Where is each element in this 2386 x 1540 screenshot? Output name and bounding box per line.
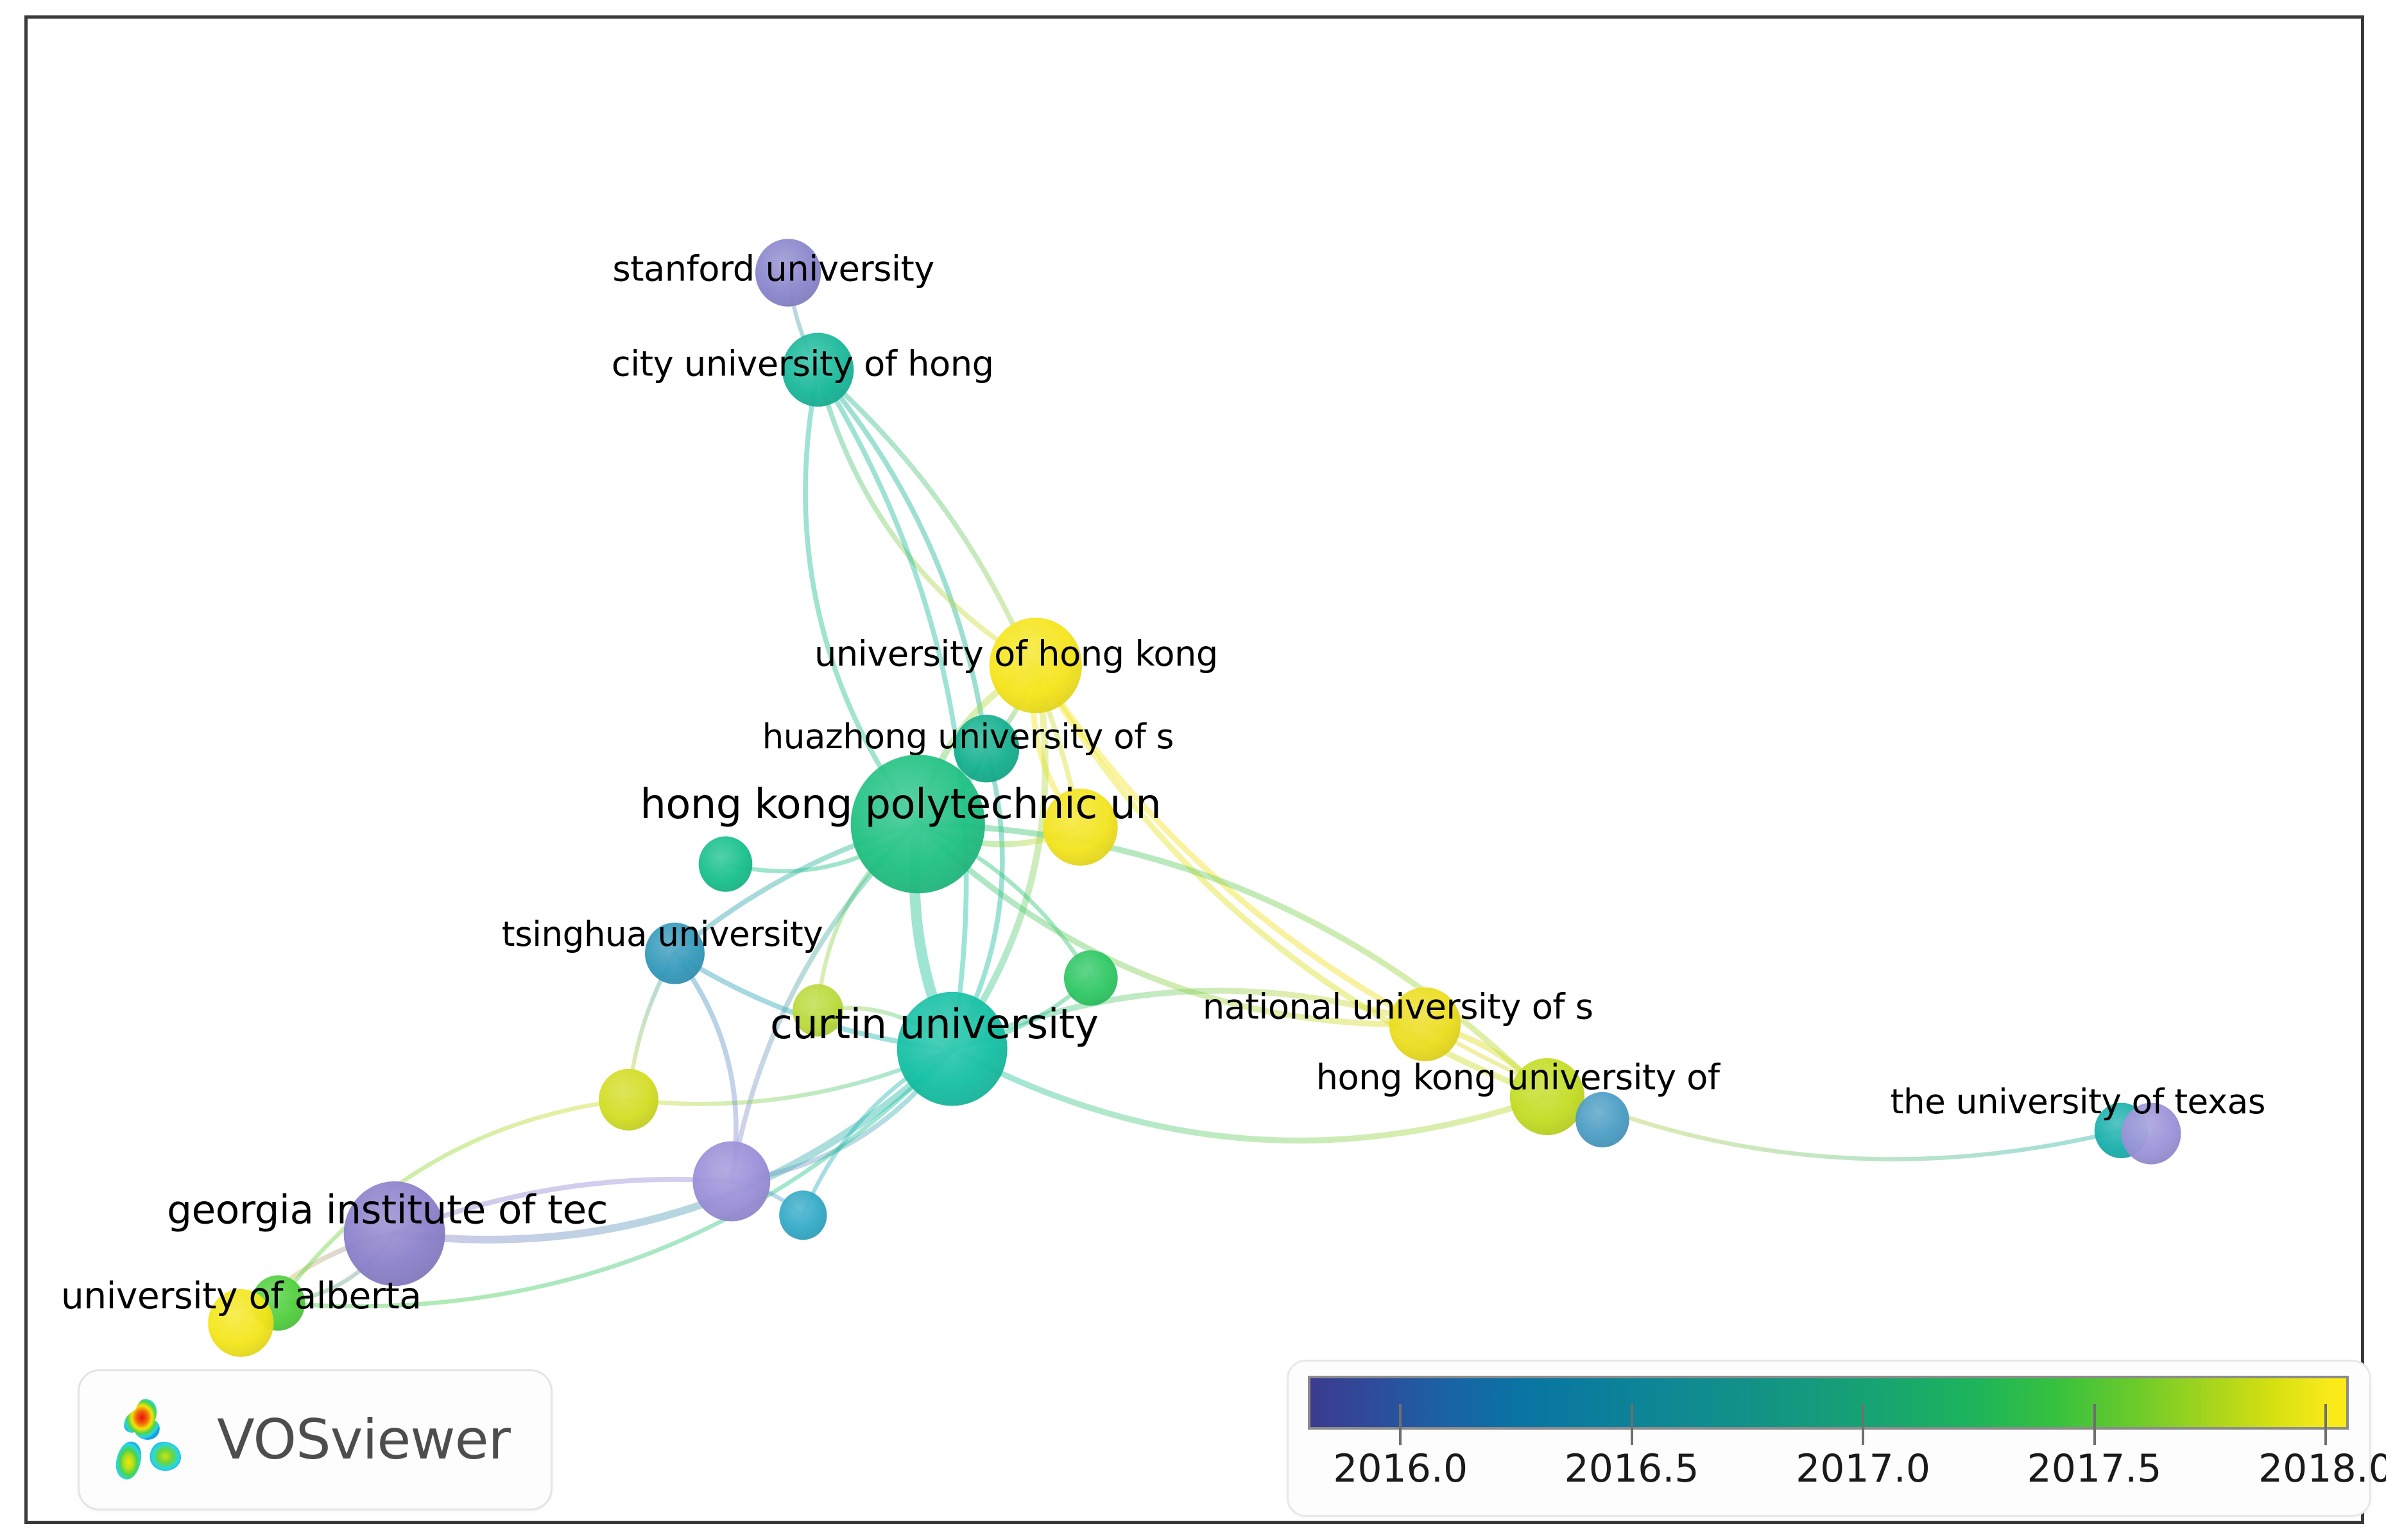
network-node[interactable] [850, 755, 985, 894]
node-label: curtin university [770, 1001, 1099, 1049]
network-edge [803, 367, 921, 827]
network-node[interactable] [779, 1190, 827, 1240]
colorbar-tick [1399, 1404, 1402, 1445]
network-node[interactable] [698, 836, 753, 892]
network-node[interactable] [1575, 1091, 1629, 1148]
network-canvas[interactable] [28, 19, 2386, 1540]
network-edge [948, 662, 1049, 1052]
vosviewer-wordmark: VOSviewer [217, 1408, 511, 1472]
node-label: university of alberta [60, 1275, 422, 1318]
network-edge [1033, 662, 1428, 1027]
node-layer[interactable] [208, 239, 2181, 1357]
network-edge [276, 1097, 631, 1305]
node-label: the university of texas [1890, 1082, 2266, 1122]
network-node[interactable] [1509, 1058, 1584, 1135]
network-node[interactable] [1064, 950, 1118, 1006]
network-node[interactable] [2121, 1102, 2181, 1165]
colorbar-gradient [1308, 1376, 2349, 1430]
colorbar-tick [1862, 1404, 1865, 1445]
network-node[interactable] [755, 239, 821, 307]
network-edge [815, 367, 1038, 668]
network-node[interactable] [208, 1289, 274, 1357]
colorbar-tick-label: 2017.5 [2027, 1446, 2162, 1491]
node-label: city university of hong [611, 343, 994, 384]
node-label: tsinghua university [501, 914, 823, 955]
network-edge [815, 367, 1083, 830]
network-edge [815, 367, 969, 1052]
node-label-layer: stanford university city university of ho… [28, 19, 2361, 1521]
node-label: georgia institute of tec [167, 1187, 608, 1233]
colorbar-tick [2324, 1404, 2327, 1445]
colorbar-tick-label: 2017.0 [1796, 1446, 1931, 1491]
network-node[interactable] [897, 991, 1008, 1106]
network-node[interactable] [989, 617, 1082, 714]
vosviewer-density-logo-icon [116, 1399, 181, 1480]
colorbar-tick-label: 2016.0 [1333, 1446, 1468, 1491]
node-label: huazhong university of s [762, 717, 1174, 757]
network-node[interactable] [692, 1141, 771, 1222]
network-edge [949, 1045, 1550, 1144]
network-node[interactable] [1389, 987, 1461, 1061]
network-edge [914, 821, 1428, 1028]
colorbar-tick-label: 2016.5 [1564, 1446, 1699, 1491]
vosviewer-logo-box[interactable]: VOSviewer [78, 1369, 553, 1510]
colorbar-tick [1630, 1404, 1633, 1445]
node-label: university of hong kong [814, 633, 1218, 674]
node-label: hong kong polytechnic un [640, 780, 1162, 828]
node-label: hong kong university of [1316, 1057, 1720, 1098]
colorbar-tick-label: 2018.0 [2258, 1446, 2386, 1491]
network-node[interactable] [782, 332, 854, 407]
network-edge [815, 367, 990, 751]
network-edge [1033, 662, 1550, 1100]
network-edge [276, 1047, 954, 1308]
colorbar-legend[interactable]: 2016.0 2016.5 2017.0 2017.5 2018.0 [1287, 1360, 2386, 1517]
network-node[interactable] [1043, 789, 1118, 866]
network-edge [914, 821, 1550, 1100]
network-node[interactable] [793, 984, 844, 1037]
colorbar-tick [2093, 1404, 2096, 1445]
network-node[interactable] [645, 922, 705, 984]
network-edge [949, 988, 1428, 1052]
network-node[interactable] [343, 1181, 445, 1287]
network-node[interactable] [598, 1068, 658, 1131]
node-label: stanford university [612, 248, 934, 289]
network-node[interactable] [954, 714, 1020, 783]
network-edge [390, 1045, 956, 1244]
node-label: national university of s [1202, 986, 1593, 1027]
figure-frame: stanford university city university of ho… [24, 15, 2386, 1524]
